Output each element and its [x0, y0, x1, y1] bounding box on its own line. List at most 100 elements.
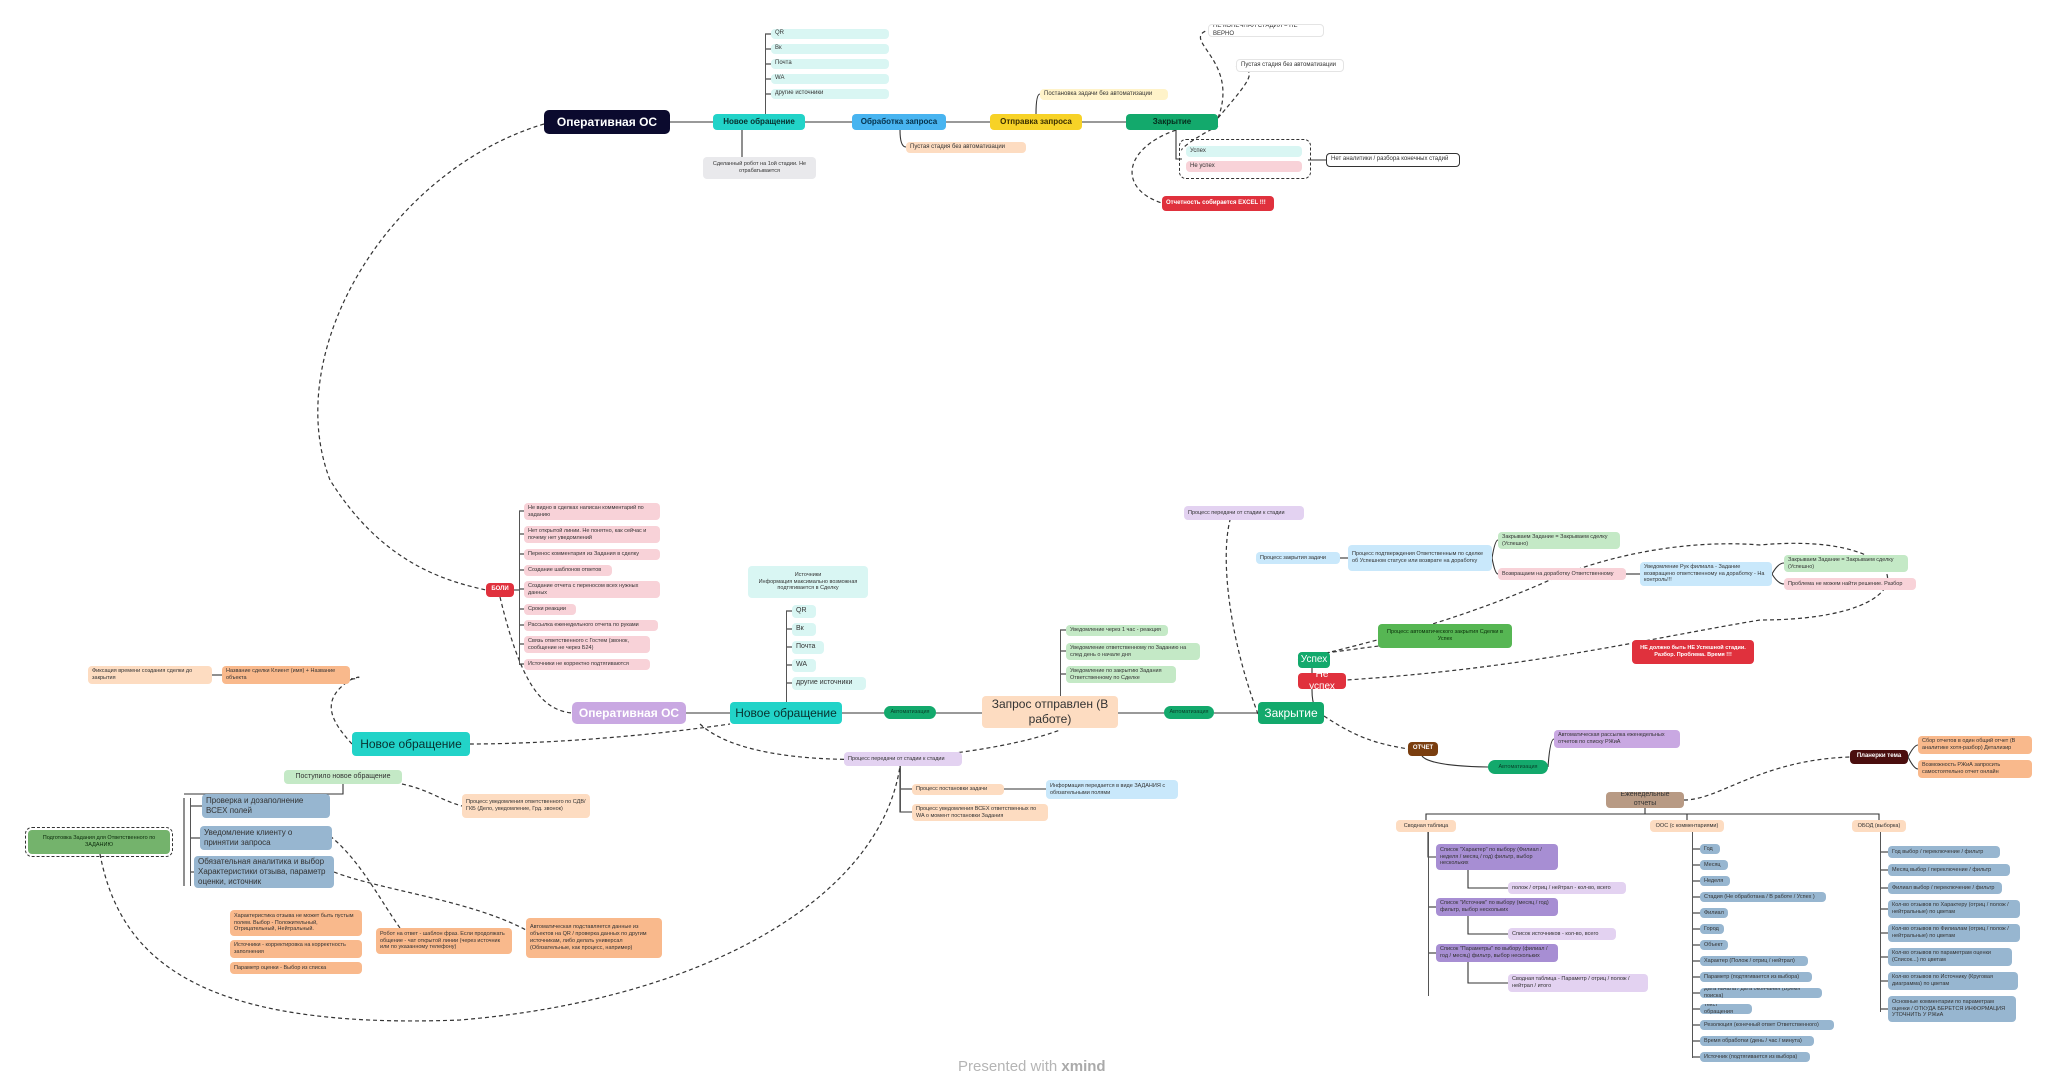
report-col2-item-13[interactable]: Время обработки (день / час / минута): [1700, 1036, 1814, 1046]
main-new-request-topic[interactable]: Новое обращение: [730, 702, 842, 724]
left-char-note-2[interactable]: Источники - корректировка на корректност…: [230, 940, 362, 958]
report-col2-item-3[interactable]: Неделя: [1700, 876, 1730, 886]
main-automation-tag-2[interactable]: Автоматизация: [1164, 706, 1214, 719]
main-automation-tag-1[interactable]: Автоматизация: [884, 706, 936, 719]
pain-item-6[interactable]: Сроки реакции: [524, 604, 576, 615]
report-col3-item-7[interactable]: Кол-во отзывов по Источнику (Круговая ди…: [1888, 972, 2018, 990]
top-note-empty-stage[interactable]: Пустая стадия без автоматизации: [906, 142, 1026, 153]
top-new-request-topic[interactable]: Новое обращение: [713, 114, 805, 130]
pain-item-3[interactable]: Перенос комментария из Задания в сделку: [524, 549, 660, 560]
report-col2-item-6[interactable]: Город: [1700, 924, 1724, 934]
left-check-fields[interactable]: Проверка и дозаполнение ВСЕХ полей: [202, 794, 330, 818]
report-col1-item-2[interactable]: полож / отриц / нейтрал - кол-во, всего: [1508, 882, 1626, 894]
main-success[interactable]: Успех: [1298, 652, 1330, 668]
report-col3-item-1[interactable]: Год выбор / переключение / фильтр: [1888, 846, 2000, 858]
main-must-not[interactable]: НЕ должно быть НЕ Успешной стадии. Разбо…: [1632, 640, 1754, 664]
report-plan-note-1[interactable]: Сбор отчетов в один общий отчет (В анали…: [1918, 736, 2032, 754]
main-confirm-process[interactable]: Процесс подтверждения Ответственным по с…: [1348, 545, 1492, 571]
top-root-topic[interactable]: Оперативная ОС: [544, 110, 670, 134]
top-channel-wa[interactable]: WA: [771, 74, 889, 84]
left-deal-name[interactable]: Название сделки Клиент (имя) + Название …: [222, 666, 350, 684]
top-note-robot[interactable]: Сделанный робот на 1ой стадии. Не отраба…: [703, 157, 816, 179]
main-channel-qr[interactable]: QR: [792, 605, 816, 618]
report-col2-item-14[interactable]: Источник (подтягивается из выбора): [1700, 1052, 1810, 1062]
main-closed-task-2[interactable]: Закрываем Задание = Закрываем сделку (Ус…: [1784, 555, 1908, 572]
main-channel-vk[interactable]: Вк: [792, 623, 816, 636]
top-closing-topic[interactable]: Закрытие: [1126, 114, 1218, 130]
report-plan-note-2[interactable]: Возможность РЖиА запросить самостоятельн…: [1918, 760, 2032, 778]
report-col2-item-2[interactable]: Месяц: [1700, 860, 1728, 870]
pain-item-2[interactable]: Нет открытой линии. Не понятно, как сейч…: [524, 526, 660, 543]
left-analytics[interactable]: Обязательная аналитика и выбор Характери…: [194, 856, 334, 888]
main-channel-other[interactable]: другие источники: [792, 677, 866, 690]
main-notify-all[interactable]: Процесс уведомления ВСЕХ ответственных п…: [912, 804, 1048, 821]
report-col3-item-3[interactable]: Филиал выбор / переключение / фильтр: [1888, 882, 2002, 894]
main-return-rework[interactable]: Возвращаем на доработку Ответственному: [1498, 568, 1626, 580]
report-col3-item-4[interactable]: Кол-во отзывов по Характеру (отриц / пол…: [1888, 900, 2020, 918]
report-automation[interactable]: Автоматизация: [1488, 760, 1548, 774]
report-auto-mailing[interactable]: Автоматическая рассылка еженедельных отч…: [1554, 730, 1680, 748]
report-label[interactable]: ОТЧЕТ: [1408, 742, 1438, 756]
main-fail[interactable]: Не успех: [1298, 673, 1346, 689]
left-received[interactable]: Поступило новое обращение: [284, 770, 402, 784]
main-task-setting[interactable]: Процесс постановки задачи: [912, 784, 1004, 795]
report-col1-item-3[interactable]: Список "Источник" по выбору (месяц / год…: [1436, 898, 1558, 916]
pain-item-8[interactable]: Связь ответственного с Гостем (звонок, с…: [524, 636, 650, 653]
pain-item-4[interactable]: Создание шаблонов ответов: [524, 565, 612, 576]
pain-item-5[interactable]: Создание отчета с переносом всех нужных …: [524, 581, 660, 598]
left-robot-note[interactable]: Робот на ответ - шаблон фраз. Если продо…: [376, 928, 512, 954]
pain-item-7[interactable]: Рассылка еженедельного отчета по руками: [524, 620, 658, 631]
top-note-no-analytics[interactable]: Нет аналитики / разбора конечных стадий: [1326, 153, 1460, 167]
top-fail[interactable]: Не успех: [1186, 161, 1302, 172]
report-col2-item-5[interactable]: Филиал: [1700, 908, 1728, 918]
main-channel-wa[interactable]: WA: [792, 659, 816, 672]
top-channel-mail[interactable]: Почта: [771, 59, 889, 69]
report-weekly[interactable]: Еженедельные отчеты: [1606, 792, 1684, 808]
pains-label[interactable]: БОЛИ: [486, 583, 514, 597]
main-close-task[interactable]: Процесс закрытия задачи: [1256, 552, 1340, 564]
report-col2-item-12[interactable]: Резолюция (конечный ответ Ответственного…: [1700, 1020, 1834, 1030]
main-notify-2[interactable]: Уведомление ответственному по Заданию на…: [1066, 643, 1200, 660]
report-col3-item-6[interactable]: Кол-во отзывов по параметрам оценки (Спи…: [1888, 948, 2012, 966]
left-fixation[interactable]: Фиксация времени создания сделки до закр…: [88, 666, 212, 684]
main-transfer-process[interactable]: Процесс передачи от стадии к стадии: [844, 752, 962, 766]
main-task-info[interactable]: Информация передается в виде ЗАДАНИЯ с о…: [1046, 780, 1178, 799]
report-col2-item-1[interactable]: Год: [1700, 844, 1720, 854]
report-col2-item-8[interactable]: Характер (Полож / отриц / нейтрал): [1700, 956, 1808, 966]
top-note-empty-stage2[interactable]: Пустая стадия без автоматизации: [1236, 59, 1344, 72]
left-prep-task[interactable]: Подготовка Задания для Ответственного по…: [25, 827, 173, 857]
report-col2-title[interactable]: ООС (с комментариями): [1650, 820, 1724, 832]
top-success[interactable]: Успех: [1186, 146, 1302, 157]
main-close-transfer[interactable]: Процесс передачи от стадии к стадии: [1184, 506, 1304, 520]
top-report-excel[interactable]: Отчетность собирается EXCEL !!!: [1162, 196, 1274, 211]
left-char-note-3[interactable]: Параметр оценки - Выбор из списка: [230, 962, 362, 974]
report-col1-item-6[interactable]: Сводная таблица - Параметр / отриц / пол…: [1508, 974, 1648, 992]
report-col2-item-10[interactable]: Дата начала / дата окончания (Время поис…: [1700, 988, 1822, 998]
main-root-topic[interactable]: Оперативная ОС: [572, 702, 686, 724]
report-col2-item-7[interactable]: Объект: [1700, 940, 1728, 950]
main-notify-3[interactable]: Уведомление по закрытию Задания Ответств…: [1066, 666, 1176, 683]
report-col2-item-11[interactable]: Текст обращения: [1700, 1004, 1752, 1014]
report-col3-item-8[interactable]: Основные комментарии по параметрам оценк…: [1888, 996, 2016, 1022]
pain-item-9[interactable]: Источники не корректно подтягиваются: [524, 659, 650, 670]
report-col3-item-2[interactable]: Месяц выбор / переключение / фильтр: [1888, 864, 2010, 876]
main-problem-cannot[interactable]: Проблема не можем найти решение. Разбор: [1784, 578, 1916, 590]
report-col1-item-1[interactable]: Список "Характер" по выбору (Филиал / не…: [1436, 844, 1558, 870]
top-note-setting-task[interactable]: Постановка задачи без автоматизации: [1040, 89, 1168, 100]
main-in-work-topic[interactable]: Запрос отправлен (В работе): [982, 696, 1118, 728]
left-notify-client[interactable]: Уведомление клиенту о принятии запроса: [200, 826, 332, 850]
main-rk-notify[interactable]: Уведомление Рук филиала - Задание возвра…: [1640, 562, 1772, 586]
main-sources-note[interactable]: Источники Информация максимально возможн…: [748, 566, 868, 598]
report-planning[interactable]: Планерки тема: [1850, 750, 1908, 764]
main-notify-1[interactable]: Уведомление через 1 час - реакция: [1066, 625, 1168, 636]
main-auto-close[interactable]: Процесс автоматического закрытия Сделки …: [1378, 624, 1512, 648]
report-col1-item-5[interactable]: Список "Параметры" по выбору (филиал / г…: [1436, 944, 1558, 962]
main-channel-mail[interactable]: Почта: [792, 641, 824, 654]
left-notify-proc[interactable]: Процесс уведомления ответственного по СД…: [462, 794, 590, 818]
top-note-not-final[interactable]: НЕ КОНЕЧНАЯ СТАДИЯ = НЕ ВЕРНО: [1208, 24, 1324, 37]
report-col3-item-5[interactable]: Кол-во отзывов по Филиалам (отриц / поло…: [1888, 924, 2020, 942]
pain-item-1[interactable]: Не видно в сделках написан комментарий п…: [524, 503, 660, 520]
left-char-note-1[interactable]: Характеристика отзыва не может быть пуст…: [230, 910, 362, 936]
report-col2-item-4[interactable]: Стадия (Не обработана / В работе / Успех…: [1700, 892, 1826, 902]
top-sending-topic[interactable]: Отправка запроса: [990, 114, 1082, 130]
